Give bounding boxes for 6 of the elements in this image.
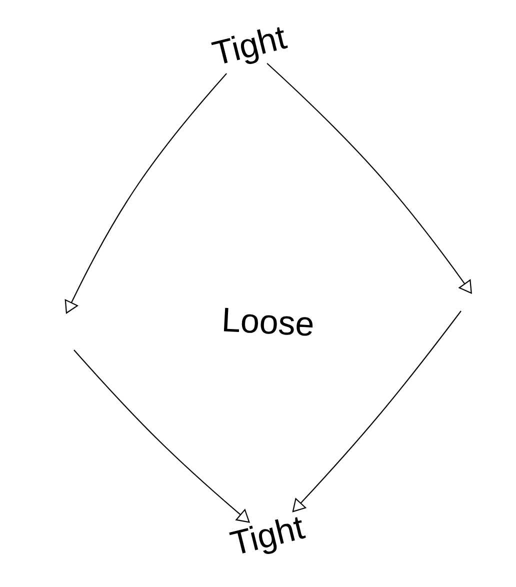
- arrow: [292, 310, 462, 512]
- text-label: Loose: [224, 308, 313, 336]
- text-label: Tight: [211, 27, 288, 64]
- text-label: Tight: [229, 517, 306, 554]
- arrow: [266, 62, 472, 294]
- arrow: [64, 73, 227, 314]
